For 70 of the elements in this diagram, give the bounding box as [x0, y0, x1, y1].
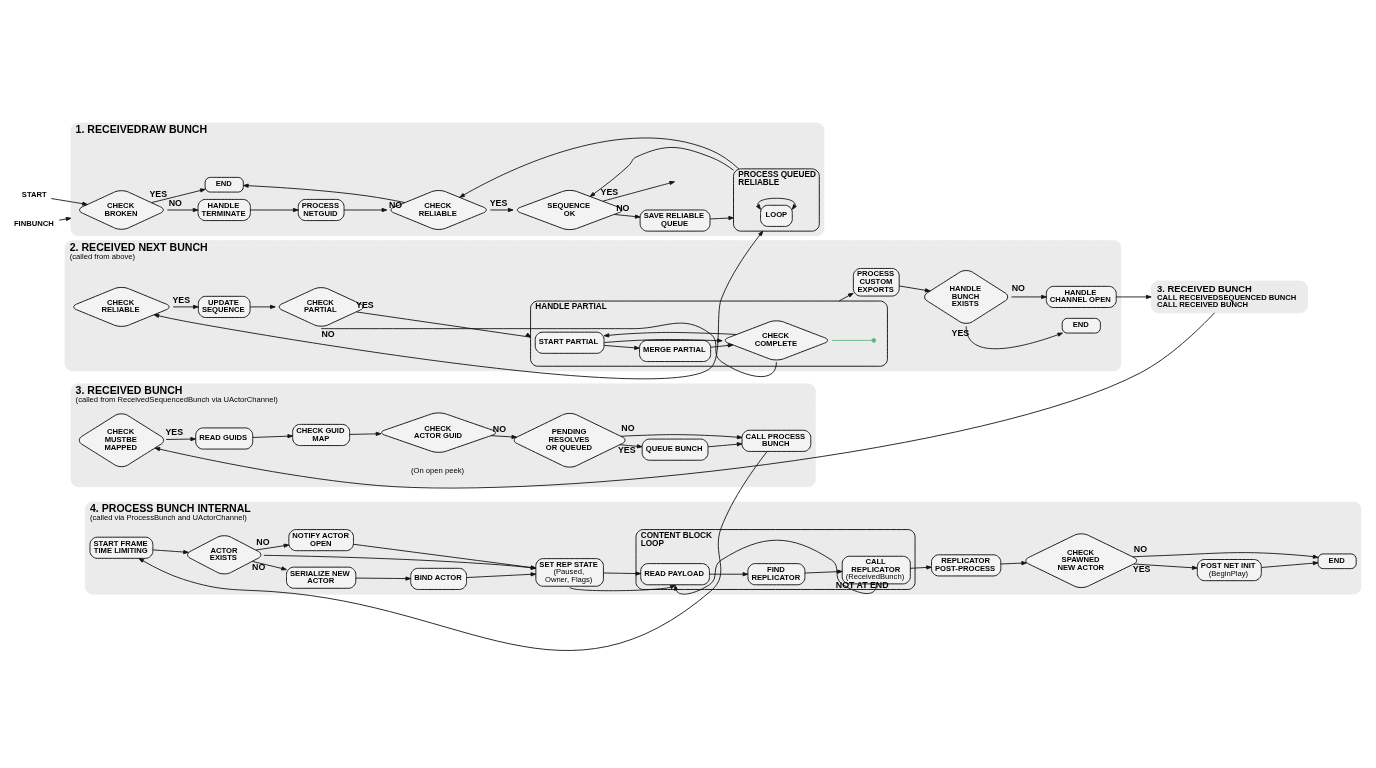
arrow	[250, 207, 299, 212]
arrow	[710, 342, 734, 348]
arrow	[1132, 551, 1319, 559]
edge-label: YES	[600, 186, 619, 197]
arrow	[138, 450, 768, 651]
arrow	[153, 230, 764, 379]
arrow	[569, 584, 676, 591]
arrow	[349, 431, 382, 436]
arrow	[343, 207, 388, 212]
arrow	[50, 197, 88, 206]
arrow	[355, 311, 531, 338]
edge-label: NO	[1133, 543, 1148, 554]
arrow	[172, 304, 199, 309]
edge-label: YES	[165, 426, 184, 437]
arrow	[251, 560, 287, 570]
arrow	[613, 213, 641, 219]
arrow	[707, 441, 743, 447]
arrow	[166, 207, 199, 212]
arrow	[965, 325, 1063, 349]
arrow	[490, 434, 518, 439]
edge-label: YES	[951, 327, 970, 338]
edge-label: NO	[621, 422, 635, 433]
arrow	[589, 146, 734, 197]
edge-label: NO	[616, 202, 630, 213]
arrow	[756, 197, 797, 210]
arrow	[602, 180, 675, 202]
arrow	[909, 564, 932, 570]
arrow	[58, 216, 72, 221]
arrow	[804, 569, 843, 574]
arrow	[1115, 294, 1152, 299]
arrow	[898, 285, 931, 292]
edge-label: YES	[489, 197, 508, 208]
edge-label: YES	[1132, 563, 1151, 574]
arrow	[243, 183, 406, 203]
arrow	[619, 443, 643, 448]
arrow	[154, 311, 1215, 488]
arrow	[709, 571, 749, 576]
arrow	[165, 436, 196, 441]
arrow	[1133, 563, 1198, 570]
arrow	[673, 539, 877, 595]
arrow	[838, 292, 854, 301]
arrow	[489, 207, 514, 212]
arrow	[249, 304, 276, 309]
arrow	[255, 543, 290, 550]
arrow	[151, 187, 206, 203]
arrow	[620, 433, 743, 439]
connector	[320, 322, 777, 377]
edge-label: YES	[356, 299, 374, 310]
edge-label: NO	[389, 199, 403, 210]
edge-label: YES	[617, 444, 636, 455]
edge-label: NO	[256, 536, 270, 547]
arrow	[1261, 560, 1319, 568]
edge-label: YES	[172, 294, 191, 305]
arrow	[152, 548, 189, 554]
edge-label: NO	[1011, 282, 1025, 293]
arrow	[709, 215, 734, 220]
arrow	[603, 331, 737, 337]
arrow	[1000, 560, 1027, 565]
arrow	[603, 570, 642, 576]
arrow	[603, 344, 640, 350]
arrow	[1011, 294, 1047, 299]
arrow	[355, 575, 411, 581]
arrow	[466, 571, 537, 578]
edge-label: NO	[321, 328, 335, 339]
edge-label: NO	[252, 561, 266, 572]
arrow	[252, 433, 293, 438]
arrow	[603, 338, 723, 343]
edge-label: NO	[168, 197, 182, 208]
connector	[831, 339, 873, 341]
arrow	[459, 137, 740, 198]
